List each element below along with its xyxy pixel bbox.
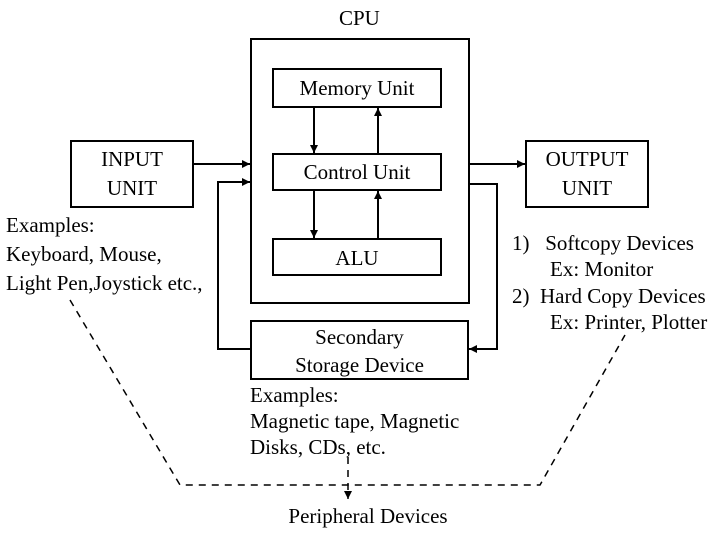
output-examples-item2: 2) Hard Copy Devices — [512, 284, 706, 308]
output-examples-item1-ex: Ex: Monitor — [550, 257, 654, 281]
cpu-box — [250, 38, 470, 304]
input-examples-line2: Light Pen,Joystick etc., — [6, 271, 203, 295]
secondary-storage-label-line1: Secondary — [315, 325, 404, 349]
storage-examples-heading: Examples: — [250, 383, 339, 407]
secondary-storage-label-line2: Storage Device — [295, 353, 424, 377]
output-unit-label-line1: OUTPUT — [545, 147, 629, 171]
control-unit-box — [272, 153, 442, 191]
storage-to-cpu-arrow — [217, 178, 250, 350]
input-unit-label-line1: INPUT — [101, 147, 163, 171]
cpu-to-storage-arrow — [469, 183, 498, 353]
memory-unit-label: Memory Unit — [299, 76, 415, 100]
storage-examples-line1: Magnetic tape, Magnetic — [250, 409, 460, 433]
output-unit-box — [525, 140, 649, 208]
alu-label: ALU — [335, 246, 379, 270]
alu-box — [272, 238, 442, 276]
output-examples-item1: 1) Softcopy Devices — [512, 231, 694, 255]
peripheral-dashed-line — [69, 299, 626, 486]
output-examples-item2-ex: Ex: Printer, Plotter — [550, 310, 708, 334]
secondary-storage-box — [250, 320, 469, 380]
storage-examples-line2: Disks, CDs, etc. — [250, 435, 386, 459]
memory-unit-box — [272, 68, 442, 108]
input-examples-line1: Keyboard, Mouse, — [6, 242, 162, 266]
output-unit-label-line2: UNIT — [561, 176, 613, 200]
cpu-label: CPU — [339, 6, 380, 30]
peripheral-devices-label: Peripheral Devices — [288, 504, 448, 528]
input-examples-heading: Examples: — [6, 213, 95, 237]
input-unit-label-line2: UNIT — [106, 176, 158, 200]
input-unit-box — [70, 140, 194, 208]
control-unit-label: Control Unit — [303, 160, 411, 184]
